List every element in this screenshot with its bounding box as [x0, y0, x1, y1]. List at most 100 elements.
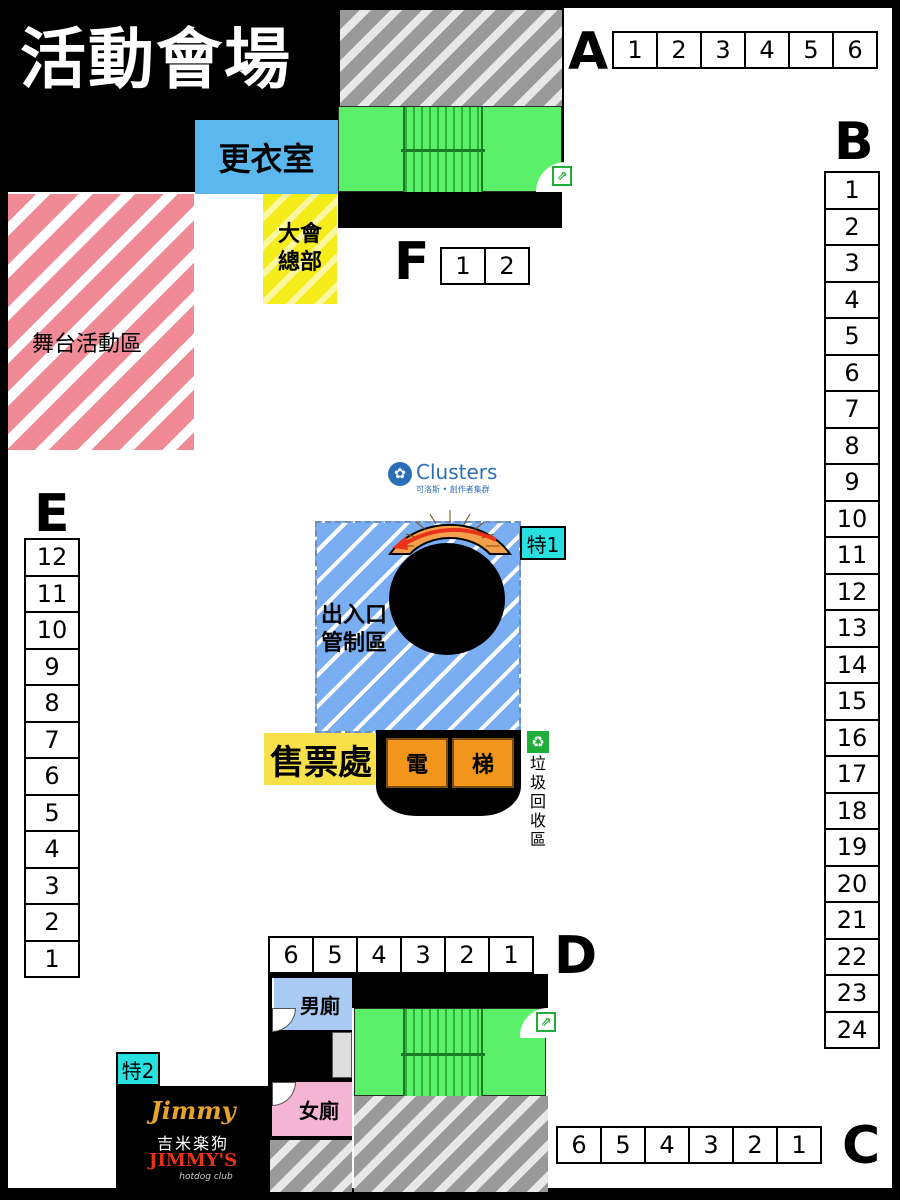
hq-label-1: 大會 [277, 222, 322, 247]
booth-e[interactable]: 5 [24, 793, 80, 832]
booth-d[interactable]: 6 [268, 936, 314, 974]
jimmys-cn: 吉米楽狗 [156, 1134, 229, 1153]
booth-b[interactable]: 3 [824, 244, 880, 283]
booth-d[interactable]: 2 [444, 936, 490, 974]
recycle-area-label: 垃 圾 回 收 區 [528, 754, 548, 849]
booth-e[interactable]: 10 [24, 611, 80, 650]
exit-icon: ⇗ [552, 166, 572, 186]
booth-a[interactable]: 3 [700, 31, 746, 69]
booth-d[interactable]: 4 [356, 936, 402, 974]
booth-e[interactable]: 2 [24, 903, 80, 942]
recycle-icon: ♻ [527, 731, 549, 753]
booth-b[interactable]: 23 [824, 974, 880, 1013]
booth-c[interactable]: 1 [776, 1126, 822, 1164]
restricted-area-bottom-left [270, 1140, 352, 1192]
stairs-top [338, 106, 562, 193]
recycle-char: 垃 [529, 754, 546, 773]
ticket-label: 售票處 [270, 742, 372, 783]
row-f-label: F [394, 232, 430, 292]
elevator-door-left[interactable]: 電 [386, 738, 448, 788]
booth-b[interactable]: 8 [824, 426, 880, 465]
booth-b[interactable]: 1 [824, 171, 880, 210]
booth-d[interactable]: 1 [488, 936, 534, 974]
elevator-shaft [389, 543, 505, 655]
sink-area [332, 1032, 352, 1078]
revolving-door [388, 510, 512, 555]
booth-b[interactable]: 15 [824, 682, 880, 721]
row-b-label: B [834, 112, 874, 172]
recycle-char: 收 [529, 811, 546, 830]
changing-room-label: 更衣室 [218, 140, 315, 178]
stage-label: 舞台活動區 [32, 332, 143, 357]
page-title: 活動會場 [20, 21, 292, 98]
jimmys-booth[interactable]: Jimmy 吉米楽狗 JIMMY'S hotdog club [116, 1086, 270, 1192]
recycle-char: 區 [529, 830, 546, 849]
booth-c[interactable]: 3 [688, 1126, 734, 1164]
hq-label-2: 總部 [277, 250, 322, 275]
booth-a[interactable]: 2 [656, 31, 702, 69]
entrance-label-1: 出入口 [321, 603, 388, 628]
clusters-logo: ✿ Clusters 可洛斯 • 創作者集群 [388, 460, 508, 496]
row-d-label: D [554, 926, 598, 986]
booth-c[interactable]: 5 [600, 1126, 646, 1164]
booth-b[interactable]: 12 [824, 572, 880, 611]
booth-b[interactable]: 14 [824, 645, 880, 684]
jimmys-script: Jimmy [150, 1096, 236, 1125]
booth-a[interactable]: 1 [612, 31, 658, 69]
booth-b[interactable]: 17 [824, 755, 880, 794]
restricted-area-bottom [354, 1096, 548, 1192]
special-booth-1[interactable]: 特1 [520, 526, 566, 560]
booth-e[interactable]: 7 [24, 720, 80, 759]
booth-c[interactable]: 4 [644, 1126, 690, 1164]
booth-c[interactable]: 6 [556, 1126, 602, 1164]
booth-c[interactable]: 2 [732, 1126, 778, 1164]
booth-b[interactable]: 21 [824, 901, 880, 940]
booth-b[interactable]: 19 [824, 828, 880, 867]
booth-b[interactable]: 7 [824, 390, 880, 429]
recycle-char: 回 [529, 792, 546, 811]
booth-b[interactable]: 20 [824, 864, 880, 903]
booth-d[interactable]: 5 [312, 936, 358, 974]
booth-b[interactable]: 24 [824, 1010, 880, 1049]
clusters-logo-name: Clusters [416, 460, 498, 484]
booth-e[interactable]: 12 [24, 538, 80, 577]
booth-e[interactable]: 9 [24, 647, 80, 686]
men-toilet[interactable]: 男廁 [272, 978, 352, 1030]
row-c-booths: 6 5 4 3 2 1 [556, 1126, 822, 1164]
booth-b[interactable]: 5 [824, 317, 880, 356]
booth-b[interactable]: 11 [824, 536, 880, 575]
booth-f[interactable]: 2 [484, 247, 530, 285]
booth-b[interactable]: 4 [824, 280, 880, 319]
row-a-label: A [568, 22, 609, 82]
title-banner: 活動會場 [0, 0, 338, 120]
stairs-bottom [354, 1008, 546, 1097]
booth-b[interactable]: 22 [824, 937, 880, 976]
ticket-counter: 售票處 [264, 733, 378, 785]
booth-e[interactable]: 4 [24, 830, 80, 869]
booth-b[interactable]: 6 [824, 353, 880, 392]
booth-b[interactable]: 2 [824, 207, 880, 246]
booth-d[interactable]: 3 [400, 936, 446, 974]
elevator-door-right[interactable]: 梯 [452, 738, 514, 788]
booth-b[interactable]: 16 [824, 718, 880, 757]
row-d-booths: 6 5 4 3 2 1 [268, 936, 534, 974]
row-c-label: C [842, 1116, 881, 1176]
booth-b[interactable]: 10 [824, 499, 880, 538]
booth-e[interactable]: 11 [24, 574, 80, 613]
stage-area: 舞台活動區 [8, 194, 194, 450]
booth-b[interactable]: 13 [824, 609, 880, 648]
row-b-booths: 1 2 3 4 5 6 7 8 9 10 11 12 13 14 15 16 1… [824, 171, 880, 1049]
booth-e[interactable]: 6 [24, 757, 80, 796]
booth-b[interactable]: 9 [824, 463, 880, 502]
booth-a[interactable]: 4 [744, 31, 790, 69]
booth-b[interactable]: 18 [824, 791, 880, 830]
booth-e[interactable]: 3 [24, 866, 80, 905]
booth-e[interactable]: 8 [24, 684, 80, 723]
special-booth-2[interactable]: 特2 [116, 1052, 160, 1086]
booth-e[interactable]: 1 [24, 939, 80, 978]
booth-a[interactable]: 5 [788, 31, 834, 69]
stairs-bottom-wall [352, 974, 548, 1008]
booth-a[interactable]: 6 [832, 31, 878, 69]
booth-f[interactable]: 1 [440, 247, 486, 285]
stairs-top-base [338, 192, 562, 228]
